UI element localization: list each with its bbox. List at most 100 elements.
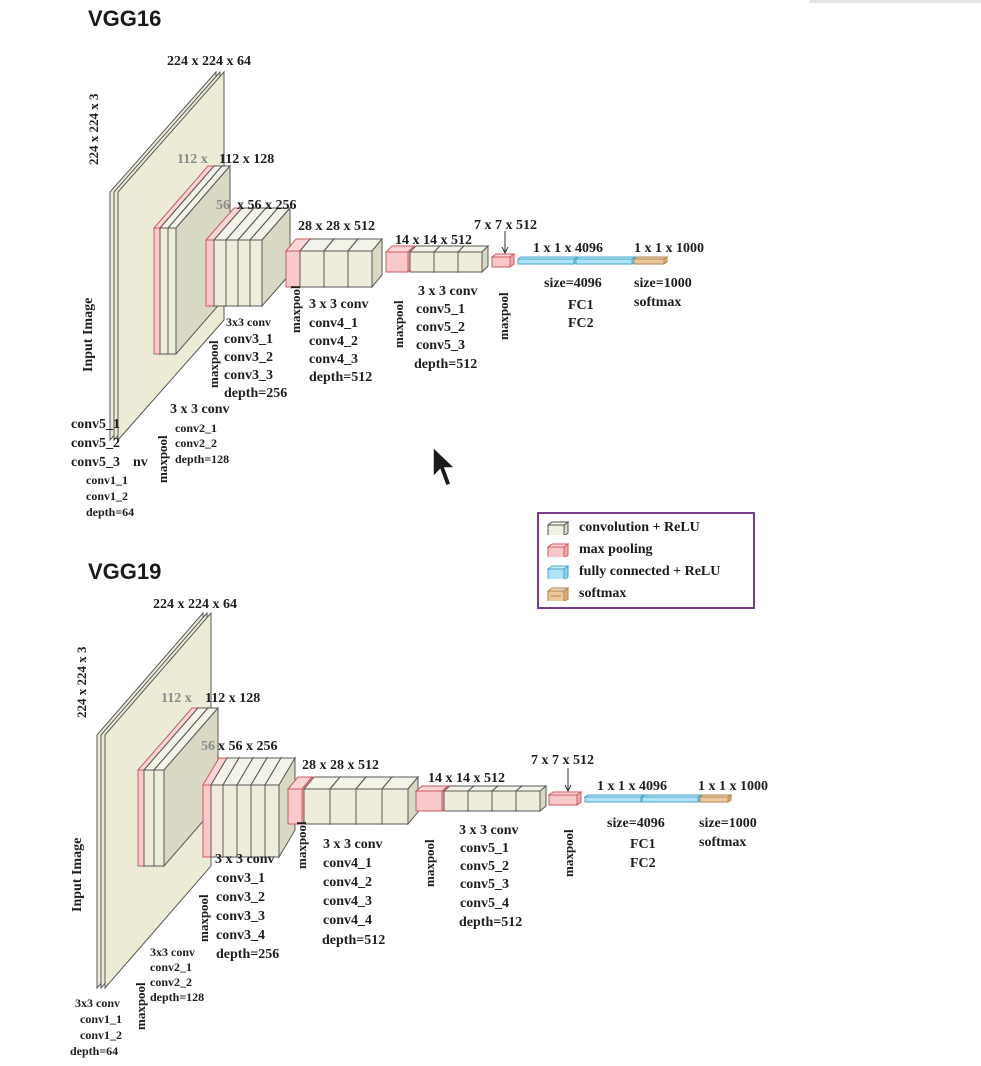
vgg19-layer-22	[640, 794, 703, 803]
vgg19-block3-line-3: conv3_3	[216, 909, 265, 924]
vgg19-dim-2-gray: 112 x	[161, 691, 192, 706]
vgg19-fc2: FC2	[630, 856, 656, 871]
vgg16-block3-line-2: conv3_2	[224, 350, 273, 365]
vgg16-block5-line-1: conv5_1	[416, 302, 465, 317]
vgg16-maxpool-4: maxpool	[391, 300, 406, 348]
vgg16-layer-12	[346, 237, 384, 289]
vgg16-dim-4: 28 x 28 x 512	[298, 219, 375, 234]
vgg19-block3-head: 3 x 3 conv	[215, 852, 275, 867]
vgg19-dim-3-gray: 56	[201, 739, 215, 754]
vgg16-block2-line-2: conv2_2	[175, 436, 217, 450]
vgg16-block1-left-2: conv5_2	[71, 436, 120, 451]
legend-fc-icon	[547, 565, 569, 579]
vgg19-layer-3	[152, 706, 220, 868]
vgg16-fc1: FC1	[568, 298, 594, 313]
vgg19-layer-21	[583, 794, 646, 803]
vgg16-block5-line-2: conv5_2	[416, 320, 465, 335]
vgg19-block3-line-1: conv3_1	[216, 871, 265, 886]
vgg19-block4-line-4: conv4_4	[323, 913, 372, 928]
vgg19-block1-line-3: depth=64	[70, 1044, 119, 1058]
vgg16-maxpool-2: maxpool	[206, 340, 221, 388]
vgg19-block4-line-1: conv4_1	[323, 856, 372, 871]
vgg19-block5-line-4: conv5_4	[460, 896, 509, 911]
vgg19-dim-8: 1 x 1 x 1000	[698, 779, 768, 794]
vgg16-layer-19	[574, 256, 637, 265]
vgg19-dim-6: 7 x 7 x 512	[531, 753, 594, 768]
vgg19-maxpool-4: maxpool	[422, 839, 437, 887]
vgg19-layer-20	[547, 791, 583, 806]
vgg16-block2-line-3: depth=128	[175, 452, 230, 466]
vgg19-block1-head: 3x3 conv	[75, 996, 120, 1010]
vgg19-block2-head: 3x3 conv	[150, 945, 195, 959]
vgg19-block4-line-5: depth=512	[322, 933, 386, 948]
legend-fc-label: fully connected + ReLU	[579, 564, 721, 579]
vgg16-fc-size: size=4096	[544, 276, 602, 291]
vgg16-dim-8: 1 x 1 x 1000	[634, 241, 704, 256]
vgg16-dim-1: 224 x 224 x 64	[167, 54, 251, 69]
vgg19-block1-line-1: conv1_1	[80, 1012, 122, 1026]
vgg19-block3-line-5: depth=256	[216, 947, 280, 962]
vgg16-block1-left-3: conv5_3	[71, 455, 120, 470]
vgg19-block2-line-2: conv2_2	[150, 975, 192, 989]
vgg19-fc1: FC1	[630, 837, 656, 852]
vgg16-block1-suffix: nv	[133, 455, 148, 470]
vgg19-input-dims: 224 x 224 x 3	[74, 646, 89, 719]
vgg19-layer-23	[698, 794, 733, 803]
vgg16-dim-7: 1 x 1 x 4096	[533, 241, 603, 256]
vgg16-title: VGG16	[88, 6, 162, 31]
vgg19-dim-4: 28 x 28 x 512	[302, 758, 379, 773]
vgg19-arrow	[564, 768, 572, 793]
vgg16-block3-line-1: conv3_1	[224, 332, 273, 347]
vgg16-block1-line-1: conv1_1	[86, 473, 128, 487]
vgg16-block2-line-1: conv2_1	[175, 421, 217, 435]
vgg16-arrow	[501, 231, 509, 255]
vgg16-layer-11	[322, 237, 360, 289]
vgg19-input-image-label: Input Image	[70, 837, 85, 912]
vgg16-block4-line-4: depth=512	[309, 370, 373, 385]
vgg16-fc2: FC2	[568, 316, 594, 331]
vgg16-maxpool-1: maxpool	[155, 435, 170, 483]
vgg19-block4-line-2: conv4_2	[323, 875, 372, 890]
vgg19-layer-15	[414, 784, 450, 813]
vgg19-block5-head: 3 x 3 conv	[459, 823, 519, 838]
vgg19-layers	[96, 611, 733, 990]
vgg16-block1-left-1: conv5_1	[71, 417, 120, 432]
vgg16-block4-head: 3 x 3 conv	[309, 297, 369, 312]
vgg19-block5-line-1: conv5_1	[460, 841, 509, 856]
vgg16-layer-18	[516, 256, 579, 265]
vgg16-maxpool-5: maxpool	[496, 292, 511, 340]
vgg16-block4-line-2: conv4_2	[309, 334, 358, 349]
vgg19-block1-line-2: conv1_2	[80, 1028, 122, 1042]
vgg19-block2-line-1: conv2_1	[150, 960, 192, 974]
vgg16-input-image-label: Input Image	[81, 297, 96, 372]
vgg16-layer-16	[456, 244, 490, 274]
vgg19-block3-line-4: conv3_4	[216, 928, 265, 943]
vgg19-title: VGG19	[88, 559, 162, 584]
vgg16-softmax-label: softmax	[634, 295, 682, 310]
vgg16-maxpool-3: maxpool	[288, 285, 303, 333]
vgg19-block2-line-3: depth=128	[150, 990, 205, 1004]
vgg16-dim-3-gray: 56	[216, 198, 230, 213]
vgg19-dim-2: 112 x 128	[205, 691, 261, 706]
vgg19-block5-line-2: conv5_2	[460, 859, 509, 874]
vgg19-maxpool-3: maxpool	[294, 821, 309, 869]
vgg16-dim-2: 112 x 128	[219, 152, 275, 167]
vgg16-dim-5: 14 x 14 x 512	[395, 233, 472, 248]
vgg19-maxpool-2: maxpool	[196, 894, 211, 942]
top-edge-bar	[810, 0, 981, 3]
vgg16-layers	[109, 70, 669, 442]
vgg19-dim-7: 1 x 1 x 4096	[597, 779, 667, 794]
vgg19-maxpool-5: maxpool	[561, 829, 576, 877]
vgg19-block5-line-5: depth=512	[459, 915, 523, 930]
vgg19-layer-9	[264, 756, 296, 859]
legend-softmax-label: softmax	[579, 586, 627, 601]
vgg16-block1-line-2: conv1_2	[86, 489, 128, 503]
vgg19-softmax-size: size=1000	[699, 816, 757, 831]
vgg19-block5-line-3: conv5_3	[460, 877, 509, 892]
vgg19-dim-5: 14 x 14 x 512	[428, 771, 505, 786]
vgg19-maxpool-1: maxpool	[133, 982, 148, 1030]
vgg16-input-dims: 224 x 224 x 3	[86, 93, 101, 166]
vgg16-layer-8	[248, 206, 292, 308]
vgg19-block4-line-3: conv4_3	[323, 894, 372, 909]
